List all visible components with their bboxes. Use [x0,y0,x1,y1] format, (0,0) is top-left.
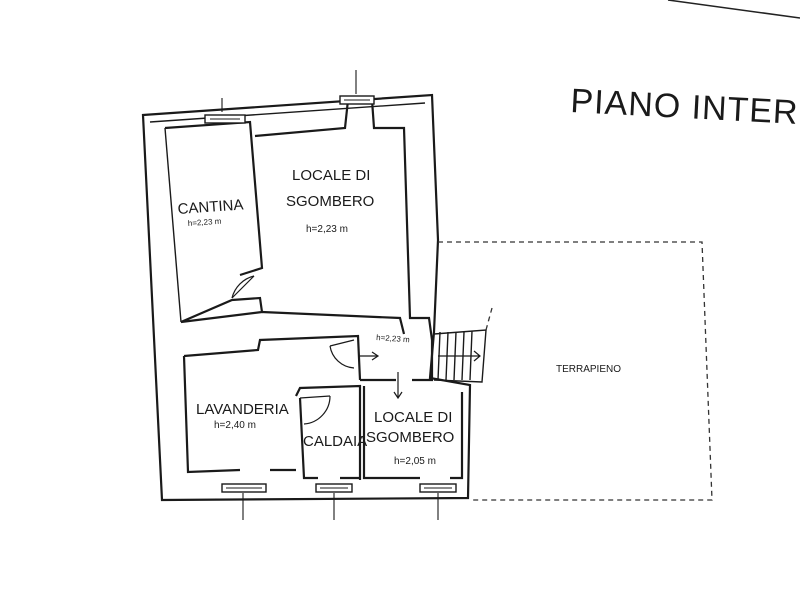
door-sgombero-bottom [393,372,403,400]
sgombero-top-walls [254,99,434,341]
sgombero-top-label-2: SGOMBERO [286,193,374,210]
lavanderia-walls [182,334,362,474]
lavanderia-label: LAVANDERIA [196,401,289,418]
terrapieno-outline [438,241,713,501]
window-sgombero-bottom [419,483,457,520]
door-caldaia [299,395,331,425]
sgombero-top-height: h=2,23 m [306,224,348,235]
corridor-height: h=2,23 m [376,333,410,344]
plan-title: PIANO INTER [570,82,800,132]
outer-wall [141,93,472,502]
sgombero-bottom-label-1: LOCALE DI [374,409,452,426]
inner-outer-wall [149,102,426,123]
sgombero-top-partition [261,310,406,335]
sheet-border [667,0,800,19]
window-cantina [204,98,246,124]
cantina-label: CANTINA [177,196,244,218]
caldaia-label: CALDAIA [303,433,367,450]
terrapieno-label: TERRAPIENO [556,364,621,375]
sgombero-bottom-walls [360,340,464,480]
caldaia-walls [295,384,362,480]
sgombero-top-label-1: LOCALE DI [292,167,370,184]
sgombero-bottom-label-2: SGOMBERO [366,429,454,446]
window-sgombero-top [339,70,375,105]
window-lavanderia [221,483,267,520]
door-corridor [329,339,380,369]
sgombero-bottom-height: h=2,05 m [394,456,436,467]
stairs [433,307,493,383]
cantina-wall-inner [164,127,182,323]
lavanderia-height: h=2,40 m [214,420,256,431]
window-caldaia [315,483,353,520]
cantina-height: h=2,23 m [188,217,222,228]
door-cantina [231,275,255,299]
